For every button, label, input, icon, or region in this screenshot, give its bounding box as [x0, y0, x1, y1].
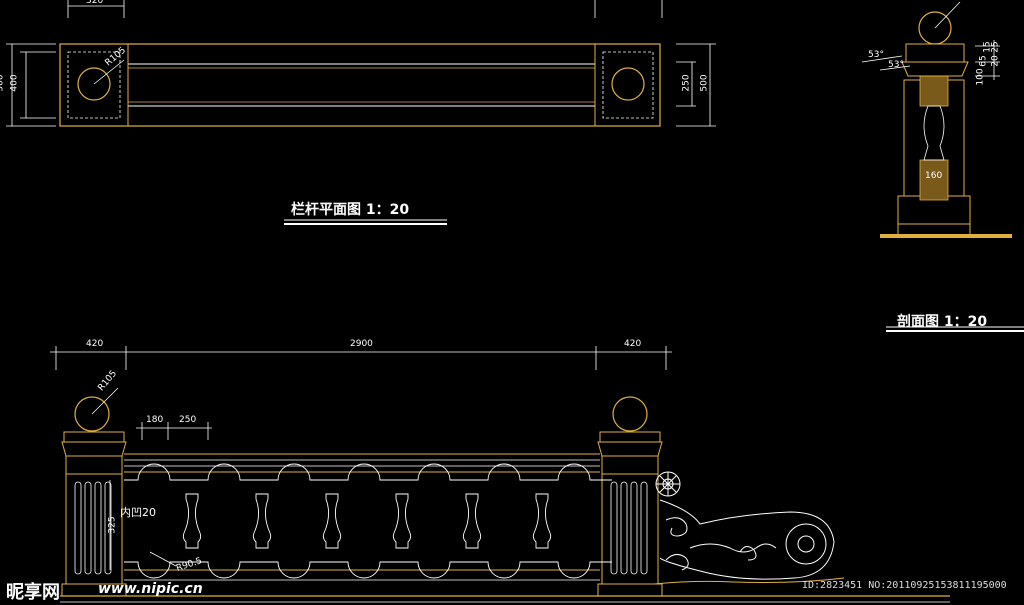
elev-dim-right: 420: [624, 339, 642, 349]
elev-dim-middle: 2900: [350, 339, 373, 349]
elev-dim-gap-b: 250: [179, 415, 197, 425]
watermark-logo: 昵享网: [6, 582, 60, 603]
plan-dim-top: 320: [86, 0, 104, 6]
section-dim-d: 20: [990, 55, 1001, 67]
plan-dim-left-inner: 400: [9, 74, 20, 92]
plan-dim-left-outer: 500: [0, 74, 6, 92]
section-dim-a: 100: [975, 68, 986, 86]
elev-dim-height: 325: [107, 516, 118, 534]
plan-dim-right-outer: 500: [699, 74, 710, 92]
section-angle-bottom: 53°: [888, 60, 904, 70]
section-angle-top: 53°: [868, 50, 884, 60]
section-dim-e: 25: [990, 41, 1001, 53]
plan-dim-right-inner: 250: [681, 74, 692, 92]
watermark-id: ID:2823451 NO:20110925153811195000: [802, 580, 1007, 591]
section-title: 剖面图 1：20: [897, 314, 988, 330]
plan-view: [6, 0, 716, 127]
elev-dim-gap-a: 180: [146, 415, 164, 425]
elevation-view: [50, 346, 950, 603]
section-dim-base: 160: [925, 171, 943, 181]
elev-dim-left: 420: [86, 339, 104, 349]
watermark-url: www.nipic.cn: [98, 581, 203, 597]
section-view: [861, 1, 1012, 238]
section-dim-b: 65: [978, 55, 989, 67]
plan-title: 栏杆平面图 1：20: [291, 202, 410, 218]
elev-dim-recess: 内凹20: [120, 506, 156, 519]
